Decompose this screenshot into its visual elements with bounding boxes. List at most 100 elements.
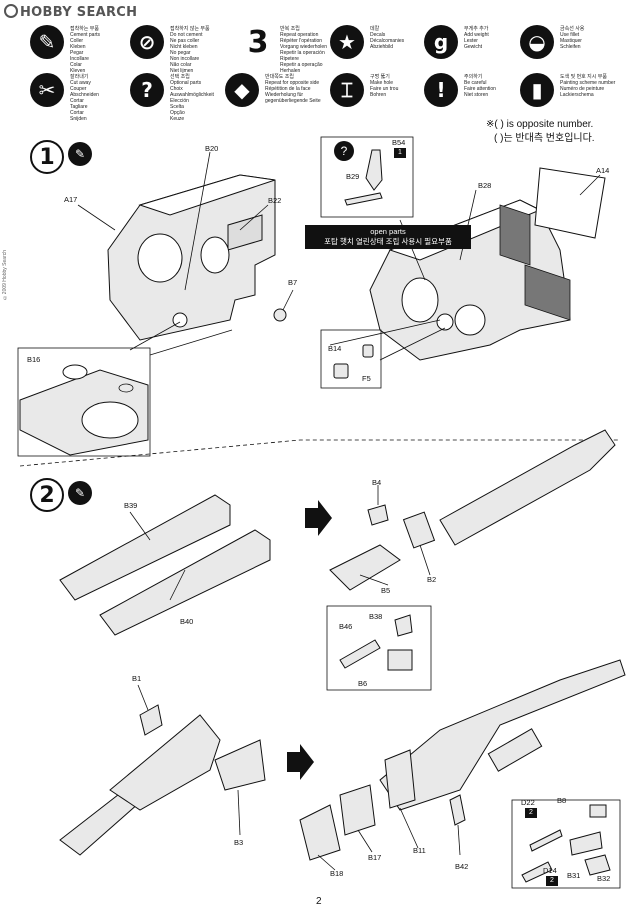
legend-caution: ! 주의하기 Be careful Faire attention Niet s…: [424, 73, 524, 117]
barrel-assembly-drawing: [329, 429, 616, 591]
step-divider: [19, 439, 620, 467]
legend-text: 금속선 사용 Use fillet Mastiquer Schleifen: [560, 26, 585, 50]
legend-option: ? 선택 조립 Optional parts Choix Auswahlmögl…: [130, 73, 230, 122]
legend-metal: ◒ 금속선 사용 Use fillet Mastiquer Schleifen: [520, 25, 620, 69]
no-cement-icon: ⊘: [130, 25, 164, 59]
part-label: B29: [346, 172, 360, 181]
logo-text: HOBBY SEARCH: [20, 5, 138, 20]
legend-text: 도색 및 번호 지시 부품 Painting scheme number Num…: [560, 74, 616, 98]
part-label: B40: [180, 617, 194, 626]
weight-icon: g: [424, 25, 458, 59]
legend-text: 잘라내기 Cut away Couper Abschneiden Cortar …: [70, 74, 99, 122]
legend-text: 무게추 추가 Add weight Lester Gewicht: [464, 26, 489, 50]
part-label: B38: [369, 612, 383, 621]
barrel-halves-drawing: [59, 494, 271, 636]
cement-icon: ✎: [68, 481, 92, 505]
legend-paint: ▮ 도색 및 번호 지시 부품 Painting scheme number N…: [520, 73, 620, 117]
option-icon: ?: [130, 73, 164, 107]
logo-ring-icon: [4, 4, 18, 18]
b29-inset-box: [320, 136, 414, 218]
paint-badge: 2: [546, 876, 558, 886]
legend-text: 데칼 Decals Décalcomanies Abziehbild: [370, 26, 405, 50]
legend-no-cement: ⊘ 접착하지 않는 부품 Do not cement Ne pas coller…: [130, 25, 230, 74]
opposite-icon: ◆: [225, 73, 259, 107]
legend-text: 반대쪽도 조립 Repeat for opposite side Répétit…: [265, 74, 321, 104]
banner-title: open parts: [370, 227, 406, 236]
part-label: B6: [358, 679, 368, 688]
b14-inset-drawing: [333, 344, 374, 379]
drill-icon: ⌶: [330, 73, 364, 107]
note-line-en: ※( ) is opposite number.: [486, 119, 594, 130]
part-label: B22: [268, 196, 282, 205]
part-label: D14: [543, 866, 557, 875]
part-label: B2: [427, 575, 437, 584]
part-label: B28: [478, 181, 492, 190]
b16-inset-box: [17, 347, 151, 457]
legend-text: 반복 조립 Repeat operation Répéter l'opérati…: [280, 26, 327, 74]
b8-inset-drawing: [521, 804, 611, 883]
legend-repeat: 3 반복 조립 Repeat operation Répéter l'opéra…: [225, 25, 327, 74]
b8-inset-box: [511, 799, 621, 889]
b14-inset-box: [320, 329, 382, 389]
metal-icon: ◒: [520, 25, 554, 59]
decals-icon: ★: [330, 25, 364, 59]
caution-icon: !: [424, 73, 458, 107]
legend-drill: ⌶ 구멍 뚫기 Make hole Faire un trou Bohren: [330, 73, 430, 117]
part-label: B42: [455, 862, 469, 871]
b46-inset-box: [326, 605, 432, 691]
part-label: A17: [64, 195, 78, 204]
part-label: B3: [234, 838, 244, 847]
legend-text: 주의하기 Be careful Faire attention Niet sto…: [464, 74, 496, 98]
part-label: F5: [362, 374, 371, 383]
part-label: B31: [567, 871, 581, 880]
part-label: B17: [368, 853, 382, 862]
hobby-search-logo: HOBBY SEARCH: [4, 4, 137, 20]
legend-text: 선택 조립 Optional parts Choix Auswahlmöglic…: [170, 74, 214, 122]
page-number: 2: [316, 896, 322, 907]
opposite-number-note: ※( ) is opposite number. ( )는 반대측 번호입니다.: [486, 118, 595, 146]
part-label: B7: [288, 278, 298, 287]
part-label: B1: [132, 674, 142, 683]
legend-cut: ✂ 잘라내기 Cut away Couper Abschneiden Corta…: [30, 73, 130, 122]
part-label: B54: [392, 138, 406, 147]
part-label: B8: [557, 796, 567, 805]
part-label: B14: [328, 344, 342, 353]
part-label: D22: [521, 798, 535, 807]
cut-icon: ✂: [30, 73, 64, 107]
repeat-icon: 3: [241, 25, 275, 60]
paint-badge: 2: [525, 808, 537, 818]
b46-inset-drawing: [339, 614, 413, 671]
part-label: B32: [597, 874, 611, 883]
part-label: B5: [381, 586, 391, 595]
arrow-icon: [287, 744, 314, 780]
step-number: 2: [30, 478, 64, 512]
part-label: B18: [330, 869, 344, 878]
turret-left-drawing: [77, 151, 294, 356]
cement-icon: ✎: [68, 142, 92, 166]
legend-text: 구멍 뚫기 Make hole Faire un trou Bohren: [370, 74, 399, 98]
arrow-icon: [305, 500, 332, 536]
open-parts-banner: open parts 포탑 햇치 열린상태 조립 사용시 필요부품: [305, 225, 471, 249]
part-label: B4: [372, 478, 382, 487]
part-label: B46: [339, 622, 353, 631]
b16-inset-drawing: [19, 364, 149, 456]
mantlet-right-drawing: [299, 659, 626, 871]
paint-badge: 1: [394, 148, 406, 158]
part-label: B20: [205, 144, 219, 153]
legend-opposite: ◆ 반대쪽도 조립 Repeat for opposite side Répét…: [225, 73, 325, 117]
note-line-ko: ( )는 반대측 번호입니다.: [494, 133, 595, 144]
part-label: A14: [596, 166, 610, 175]
b29-inset-drawing: [344, 149, 383, 206]
option-icon: ?: [334, 141, 354, 161]
paint-icon: ▮: [520, 73, 554, 107]
part-label: B39: [124, 501, 138, 510]
legend-text: 접착하지 않는 부품 Do not cement Ne pas coller N…: [170, 26, 210, 74]
legend-text: 접착하는 부품 Cement parts Coller Kleben Pegar…: [70, 26, 101, 74]
cement-icon: ✎: [30, 25, 64, 59]
step-number: 1: [30, 140, 64, 174]
legend-cement: ✎ 접착하는 부품 Cement parts Coller Kleben Peg…: [30, 25, 130, 74]
banner-subtitle: 포탑 햇치 열린상태 조립 사용시 필요부품: [324, 237, 452, 246]
part-label: B11: [413, 846, 426, 855]
legend-weight: g 무게추 추가 Add weight Lester Gewicht: [424, 25, 524, 69]
